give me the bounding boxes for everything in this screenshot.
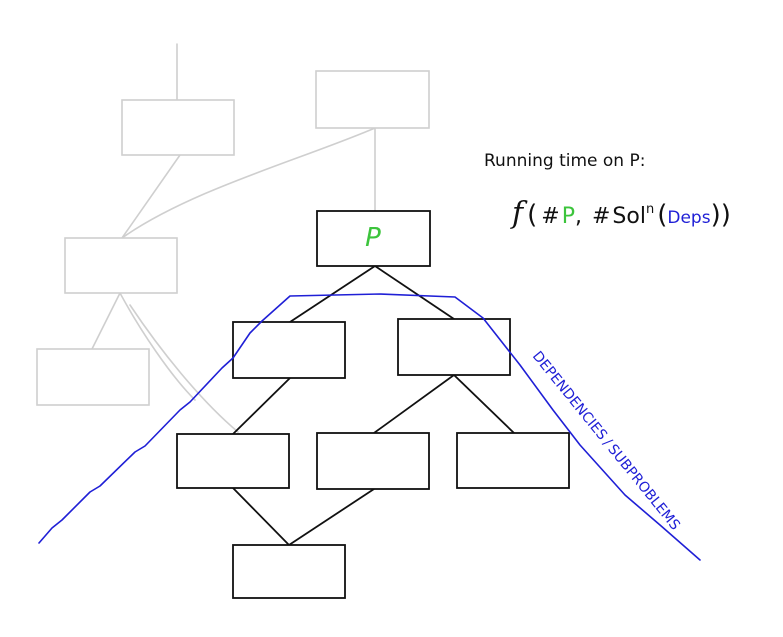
faded-edge bbox=[129, 304, 239, 433]
faded-graph bbox=[36, 43, 430, 433]
formula-comma: , bbox=[575, 204, 582, 229]
formula-hash: # bbox=[592, 204, 610, 229]
side-label-subproblems: SUBPROBLEMS bbox=[604, 442, 683, 534]
side-label-dependencies: DEPENDENCIES bbox=[529, 348, 610, 443]
node-p-label: P bbox=[365, 223, 381, 253]
formula-p: P bbox=[562, 204, 575, 229]
faded-edge bbox=[119, 292, 196, 401]
formula-f: f bbox=[510, 196, 528, 231]
formula-sol: Sol bbox=[612, 204, 646, 229]
running-time-label: Running time on P: bbox=[484, 151, 645, 171]
edge bbox=[232, 377, 291, 435]
formula-deps: Deps bbox=[667, 208, 710, 228]
formula-open-paren: ( bbox=[657, 200, 667, 230]
edge bbox=[288, 488, 375, 546]
faded-node bbox=[64, 237, 178, 294]
formula-hash: # bbox=[541, 204, 559, 229]
edge bbox=[374, 265, 455, 320]
faded-node bbox=[121, 99, 235, 156]
edge bbox=[373, 374, 455, 434]
faded-node bbox=[36, 348, 150, 406]
node-p bbox=[316, 210, 431, 267]
dependency-node bbox=[176, 433, 290, 489]
dependency-node bbox=[456, 432, 570, 489]
edge bbox=[289, 265, 376, 323]
faded-edge bbox=[91, 292, 121, 350]
faded-node bbox=[315, 70, 430, 129]
formula-close-parens: )) bbox=[711, 200, 731, 230]
edge bbox=[232, 487, 290, 546]
formula-open-paren: ( bbox=[527, 200, 537, 230]
subproblem-graph: P bbox=[176, 210, 570, 599]
edge bbox=[453, 374, 515, 434]
faded-edge bbox=[121, 127, 376, 239]
dependency-node bbox=[232, 544, 346, 599]
formula-superscript: n bbox=[646, 202, 654, 217]
dependency-node bbox=[232, 321, 346, 379]
dependency-node bbox=[316, 432, 430, 490]
running-time-annotation: Running time on P: f(#P,#Soln(Deps)) bbox=[484, 151, 731, 231]
dependency-node bbox=[397, 318, 511, 376]
formula: f(#P,#Soln(Deps)) bbox=[510, 196, 731, 231]
faded-edge bbox=[121, 154, 181, 239]
dependency-boundary bbox=[38, 293, 701, 561]
